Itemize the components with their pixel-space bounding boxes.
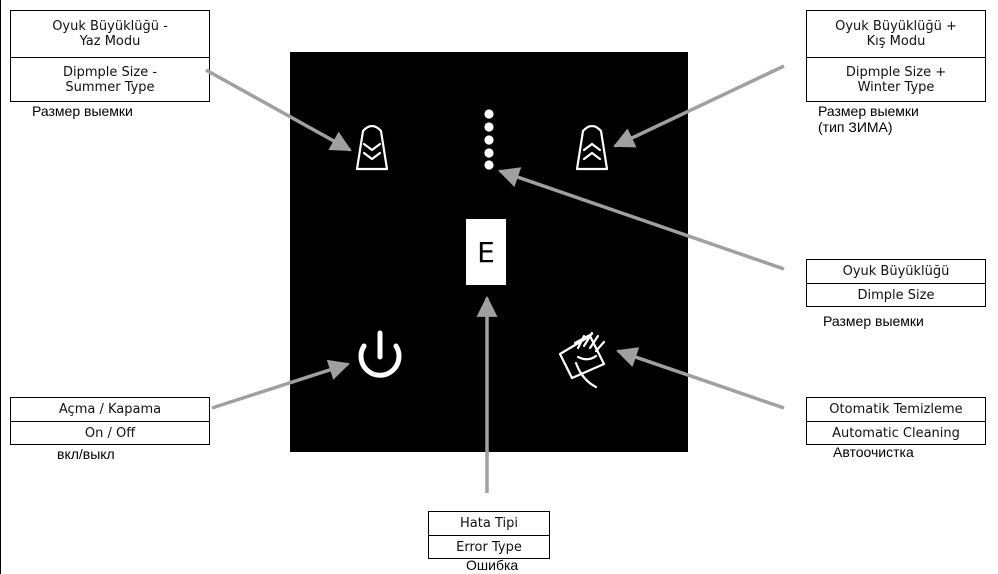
level-dots-icon [484, 109, 494, 170]
dimple-label-tr: Oyuk Büyüklüğü [842, 264, 950, 279]
dimple-pointer-arrow [498, 167, 785, 271]
summer-pointer-arrow [205, 68, 352, 152]
winter-label-tr: Oyuk Büyüklüğü +Kış Modu [835, 19, 957, 49]
winter-label-box: Oyuk Büyüklüğü +Kış Modu Dipmple Size +W… [806, 10, 986, 102]
power-label-ru: вкл/выкл [57, 446, 115, 462]
power-label-box: Açma / Kapama On / Off [10, 397, 210, 445]
error-label-box: Hata Tipi Error Type [428, 511, 550, 559]
cleaning-label-ru: Автоочистка [833, 444, 914, 460]
winter-label-en: Dipmple Size +Winter Type [807, 57, 985, 101]
cleaning-label-box: Otomatik Temizleme Automatic Cleaning [806, 397, 986, 445]
error-label-en: Error Type [429, 535, 549, 558]
dimple-down-icon[interactable] [355, 124, 389, 171]
power-label-en: On / Off [11, 421, 209, 444]
summer-label-en: Dipmple Size -Summer Type [11, 57, 209, 101]
pointer-lines [205, 64, 785, 493]
dimple-label-en: Dimple Size [807, 283, 985, 306]
error-label-tr: Hata Tipi [460, 516, 518, 531]
winter-label-ru: Размер выемки (тип ЗИМА) [818, 103, 919, 135]
winter-pointer-arrow [613, 64, 785, 148]
summer-label-ru: Размер выемки [32, 103, 133, 119]
dimple-up-icon[interactable] [575, 124, 609, 171]
error-display: E [466, 219, 506, 285]
dimple-label-ru: Размер выемки [823, 313, 924, 329]
cleaning-pointer-arrow [616, 347, 785, 410]
hand-cleaning-icon[interactable] [558, 331, 606, 389]
power-label-tr: Açma / Kapama [58, 402, 162, 417]
left-border-line [0, 0, 1, 574]
dimple-label-box: Oyuk Büyüklüğü Dimple Size [806, 259, 986, 307]
summer-label-tr: Oyuk Büyüklüğü -Yaz Modu [52, 19, 168, 49]
cleaning-label-tr: Otomatik Temizleme [829, 402, 963, 417]
cleaning-label-en: Automatic Cleaning [807, 421, 985, 444]
error-label-ru: Ошибка [466, 557, 519, 573]
power-pointer-arrow [211, 359, 350, 410]
summer-label-box: Oyuk Büyüklüğü -Yaz Modu Dipmple Size -S… [10, 10, 210, 102]
power-icon[interactable] [358, 330, 402, 378]
